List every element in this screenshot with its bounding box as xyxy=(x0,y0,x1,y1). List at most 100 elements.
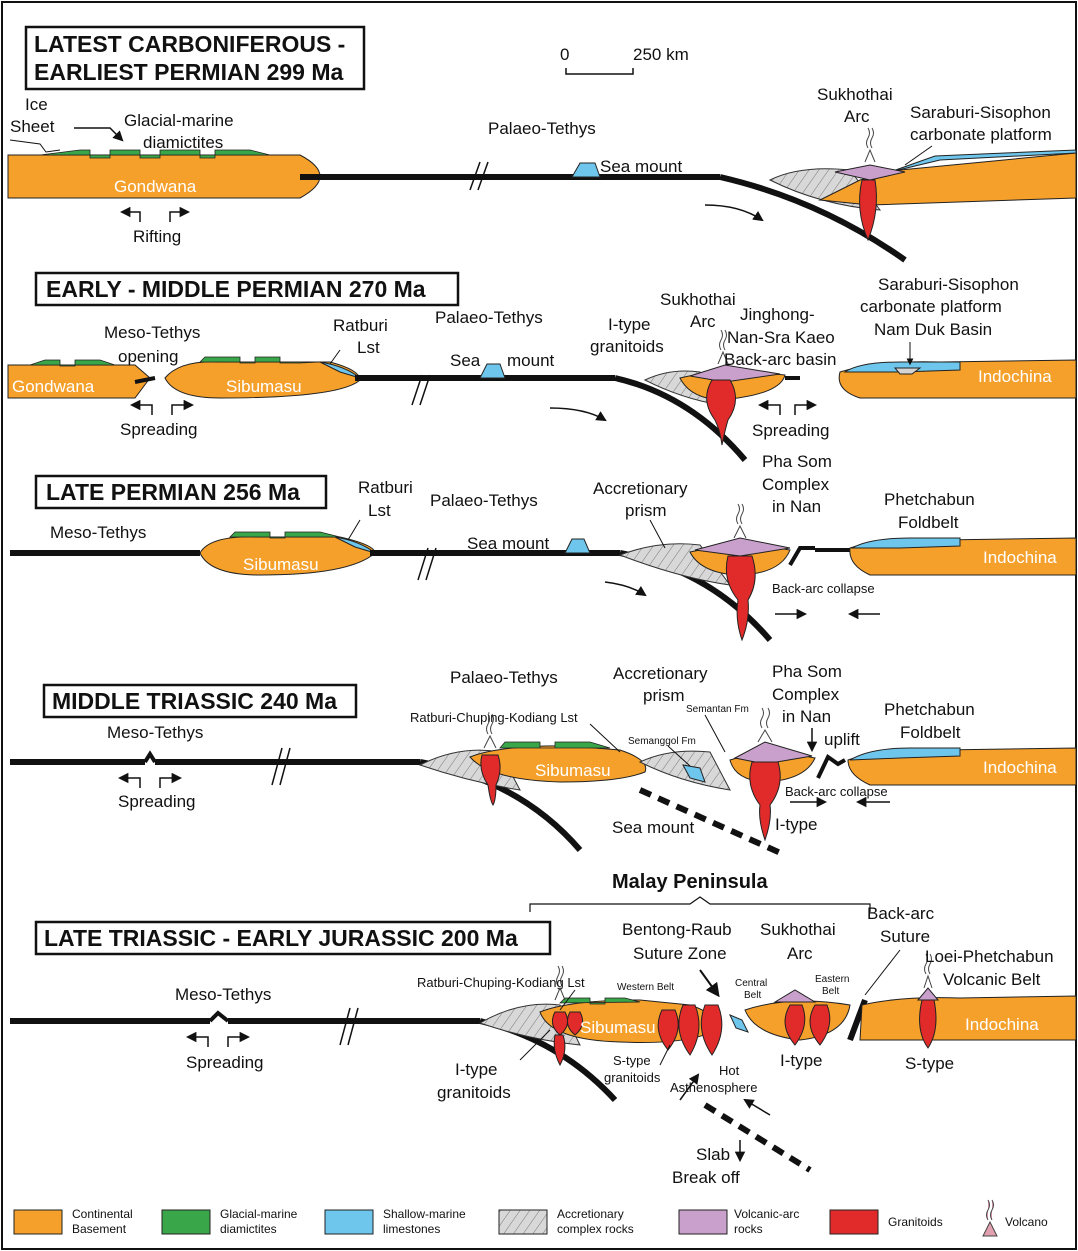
glacial-deposits xyxy=(230,532,340,538)
panel-title: MIDDLE TRIASSIC 240 Ma xyxy=(52,688,337,714)
label-spreading-left: Spreading xyxy=(120,420,198,439)
label-western: Western Belt xyxy=(617,982,674,993)
label-phasom1: Pha Som xyxy=(762,452,832,471)
label-jinghong3: Back-arc basin xyxy=(724,350,836,369)
label-arc: Arc xyxy=(690,312,716,331)
label-itype-left1: I-type xyxy=(455,1060,498,1079)
label-central1: Central xyxy=(735,978,767,989)
label-sukhothai: Sukhothai xyxy=(660,290,736,309)
legend-volcanic-line1: Volcanic-arc xyxy=(734,1207,799,1221)
label-gondwana: Gondwana xyxy=(12,377,95,396)
label-indochina: Indochina xyxy=(983,548,1057,567)
label-backarc1: Back-arc xyxy=(867,904,935,923)
scale-zero: 0 xyxy=(560,45,569,64)
label-phasom1: Pha Som xyxy=(772,662,842,681)
panel-title: EARLY - MIDDLE PERMIAN 270 Ma xyxy=(46,276,426,302)
label-rifting: Rifting xyxy=(133,227,181,246)
label-meso: Meso-Tethys xyxy=(50,523,146,542)
label-itype2: granitoids xyxy=(590,337,664,356)
legend-volcano: Volcano xyxy=(1005,1215,1048,1229)
legend-accretionary-line1: Accretionary xyxy=(557,1207,624,1221)
legend-glacial-line1: Glacial-marine xyxy=(220,1207,298,1221)
glacial-deposits xyxy=(500,742,610,748)
label-backarc-collapse: Back-arc collapse xyxy=(785,784,888,799)
label-ratburi: Ratburi-Chuping-Kodiang Lst xyxy=(417,975,585,990)
label-spreading-right: Spreading xyxy=(752,421,830,440)
label-backarc-collapse: Back-arc collapse xyxy=(772,581,875,596)
panel-title: LATE TRIASSIC - EARLY JURASSIC 200 Ma xyxy=(44,925,518,951)
label-accretionary2: prism xyxy=(625,501,667,520)
label-stype2: granitoids xyxy=(604,1070,661,1085)
label-indochina: Indochina xyxy=(978,367,1052,386)
label-itype-mid: I-type xyxy=(780,1051,823,1070)
label-spreading: Spreading xyxy=(118,792,196,811)
label-meso2: opening xyxy=(118,347,179,366)
label-loei2: Volcanic Belt xyxy=(943,970,1041,989)
label-phasom3: in Nan xyxy=(782,707,831,726)
panel-title-line2: EARLIEST PERMIAN 299 Ma xyxy=(34,59,343,85)
scale-distance: 250 km xyxy=(633,45,689,64)
label-stype1: S-type xyxy=(613,1053,651,1068)
label-accretionary1: Accretionary xyxy=(613,664,708,683)
legend-volcanic-line2: rocks xyxy=(734,1222,763,1236)
legend-continental-line2: Basement xyxy=(72,1222,127,1236)
label-bentong2: Suture Zone xyxy=(633,944,727,963)
label-jinghong1: Jinghong- xyxy=(740,305,815,324)
granitoid-swatch xyxy=(830,1210,878,1234)
legend-accretionary-line2: complex rocks xyxy=(557,1222,634,1236)
label-glacial2: diamictites xyxy=(143,133,223,152)
label-ratburi1: Ratburi xyxy=(358,478,413,497)
label-indochina: Indochina xyxy=(983,758,1057,777)
label-indochina: Indochina xyxy=(965,1015,1039,1034)
label-glacial1: Glacial-marine xyxy=(124,111,234,130)
volcanic-swatch xyxy=(679,1210,727,1234)
label-gondwana: Gondwana xyxy=(114,177,197,196)
legend-limestone-line2: limestones xyxy=(383,1222,440,1236)
label-slab1: Slab xyxy=(696,1145,730,1164)
label-saraburi1: Saraburi-Sisophon xyxy=(878,275,1019,294)
label-semantan: Semantan Fm xyxy=(686,704,749,715)
label-palaeo-tethys: Palaeo-Tethys xyxy=(430,491,538,510)
label-meso: Meso-Tethys xyxy=(107,723,203,742)
continental-swatch xyxy=(14,1210,62,1234)
label-bentong1: Bentong-Raub xyxy=(622,920,732,939)
label-itype-left2: granitoids xyxy=(437,1083,511,1102)
label-asthenosphere: Asthenosphere xyxy=(670,1080,757,1095)
label-sea-mount: Sea mount xyxy=(600,157,682,176)
label-sea-mount: Sea mount xyxy=(612,818,694,837)
label-sea: Sea xyxy=(450,351,481,370)
label-ratburi2: Lst xyxy=(368,501,391,520)
label-spreading: Spreading xyxy=(186,1053,264,1072)
limestone-swatch xyxy=(325,1210,373,1234)
label-phasom2: Complex xyxy=(772,685,840,704)
label-phetchabun1: Phetchabun xyxy=(884,490,975,509)
label-ratburi: Ratburi-Chuping-Kodiang Lst xyxy=(410,710,578,725)
label-sukhothai: Sukhothai xyxy=(817,85,893,104)
label-semanggol: Semanggol Fm xyxy=(628,736,696,747)
panel-title-line1: LATEST CARBONIFEROUS - xyxy=(34,31,345,57)
label-central2: Belt xyxy=(744,990,761,1001)
label-ratburi1: Ratburi xyxy=(333,316,388,335)
label-ice: Ice xyxy=(25,95,48,114)
label-eastern1: Eastern xyxy=(815,974,849,985)
label-phetchabun1: Phetchabun xyxy=(884,700,975,719)
label-stype-right: S-type xyxy=(905,1054,954,1073)
label-sibumasu: Sibumasu xyxy=(243,555,319,574)
label-sheet: Sheet xyxy=(10,117,55,136)
panel-title: LATE PERMIAN 256 Ma xyxy=(46,479,300,505)
label-hot: Hot xyxy=(719,1063,740,1078)
label-phetchabun2: Foldbelt xyxy=(898,513,959,532)
label-uplift: uplift xyxy=(824,730,860,749)
label-eastern2: Belt xyxy=(822,986,839,997)
label-palaeo-tethys: Palaeo-Tethys xyxy=(488,119,596,138)
label-meso1: Meso-Tethys xyxy=(104,323,200,342)
legend-glacial-line2: diamictites xyxy=(220,1222,277,1236)
label-phasom3: in Nan xyxy=(772,497,821,516)
label-saraburi1: Saraburi-Sisophon xyxy=(910,103,1051,122)
label-accretionary1: Accretionary xyxy=(593,479,688,498)
label-sibumasu: Sibumasu xyxy=(535,761,611,780)
label-saraburi2: carbonate platform xyxy=(860,297,1002,316)
label-phetchabun2: Foldbelt xyxy=(900,723,961,742)
label-sibumasu: Sibumasu xyxy=(580,1018,656,1037)
